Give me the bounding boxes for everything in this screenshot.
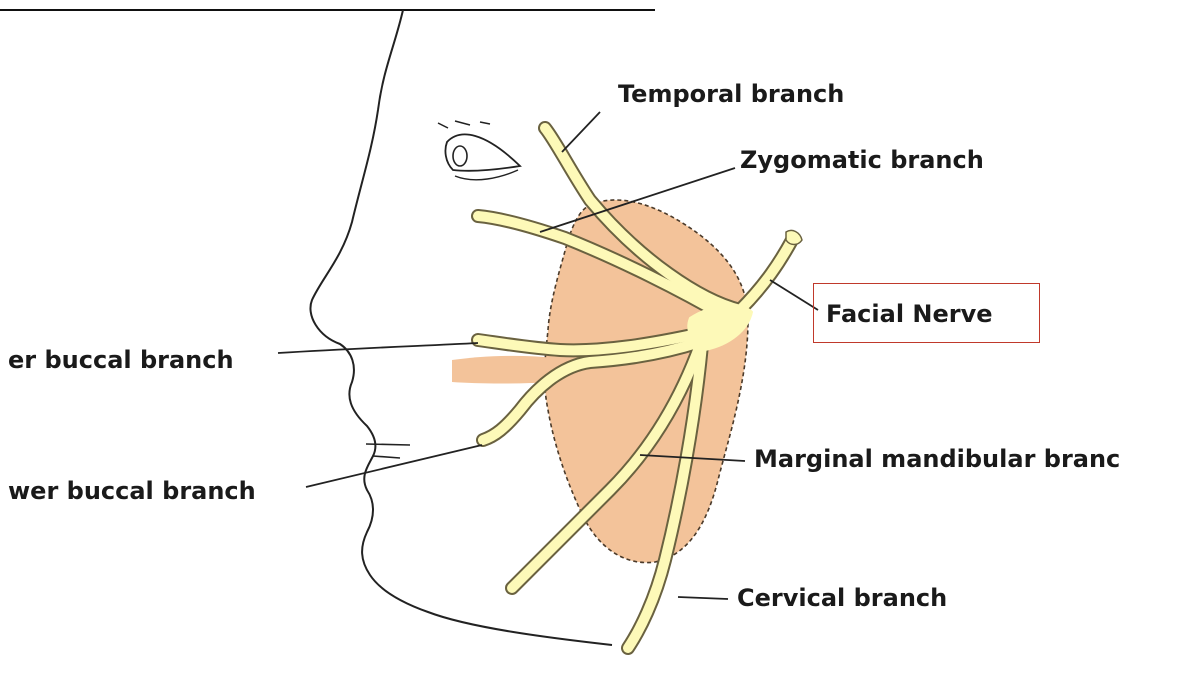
label-facial-nerve: Facial Nerve <box>826 302 993 326</box>
eye-pupil <box>453 146 467 166</box>
label-upper-buccal-branch: er buccal branch <box>8 348 234 372</box>
label-temporal-branch: Temporal branch <box>618 82 844 106</box>
label-zygomatic-branch: Zygomatic branch <box>740 148 984 172</box>
label-lower-buccal-branch: wer buccal branch <box>8 479 256 503</box>
eyebrow <box>438 121 490 128</box>
label-marginal-mandibular-branch: Marginal mandibular branc <box>754 447 1120 471</box>
label-cervical-branch: Cervical branch <box>737 586 947 610</box>
